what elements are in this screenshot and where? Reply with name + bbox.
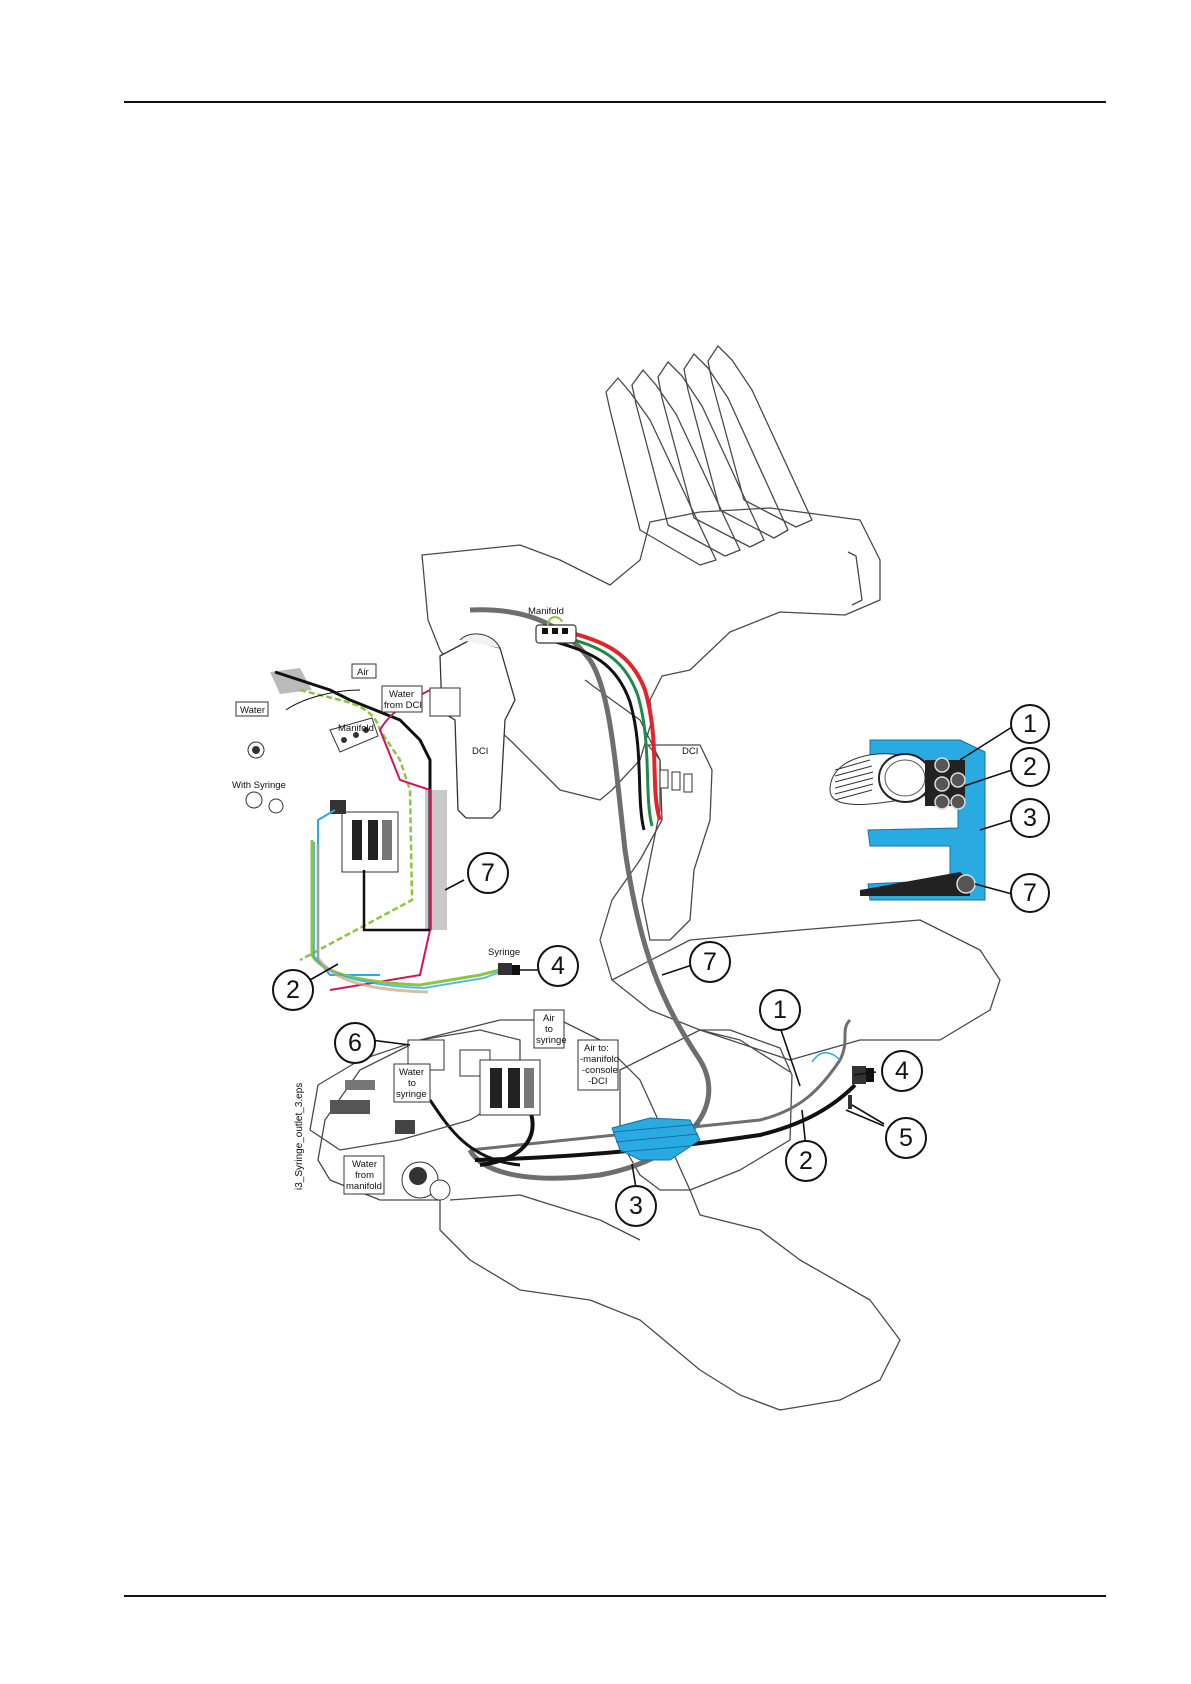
label-air-to-4: -DCI [588, 1076, 608, 1087]
label-dci-unit: DCI [682, 746, 698, 757]
label-water-from-manifold-3: manifold [346, 1181, 382, 1192]
label-water-from-dci-1: Water [389, 689, 414, 700]
svg-text:3: 3 [1023, 804, 1037, 832]
label-air-to-syringe-2: to [545, 1024, 553, 1035]
label-dci-panel: DCI [472, 746, 488, 757]
svg-text:2: 2 [286, 976, 300, 1004]
callout-1-main: 1 [760, 990, 800, 1030]
label-air-to-2: -manifold [580, 1054, 619, 1065]
callout-3-main: 3 [616, 1186, 656, 1226]
svg-text:2: 2 [1023, 753, 1037, 781]
svg-text:5: 5 [899, 1124, 913, 1152]
instrument-arm-3 [658, 362, 764, 547]
svg-text:1: 1 [773, 996, 787, 1024]
label-with-syringe: With Syringe [232, 780, 286, 791]
svg-text:4: 4 [551, 952, 565, 980]
label-water-to-syringe-2: to [408, 1078, 416, 1089]
syringe-holder [812, 1053, 874, 1109]
callout-2-detail: 2 [1011, 748, 1049, 786]
label-water-from-manifold-1: Water [352, 1159, 377, 1170]
label-water-to-syringe-3: syringe [396, 1089, 427, 1100]
svg-text:6: 6 [348, 1029, 362, 1057]
callout-7-main: 7 [690, 942, 730, 982]
label-air-to-3: -console [582, 1065, 618, 1076]
svg-text:2: 2 [799, 1147, 813, 1175]
callout-2-panel: 2 [273, 970, 313, 1010]
file-reference: i3_Syringe_outlet_3.eps [294, 1083, 305, 1190]
svg-text:1: 1 [1023, 710, 1037, 738]
callout-4-main: 4 [882, 1051, 922, 1091]
label-air-to-syringe-3: syringe [536, 1035, 567, 1046]
delivery-head-hook [848, 552, 862, 605]
bundle-detail [830, 740, 985, 900]
label-air-to-syringe-1: Air [543, 1013, 555, 1024]
bundle-3 [612, 1118, 700, 1160]
callout-6-main: 6 [335, 1023, 375, 1063]
label-air: Air [357, 667, 369, 678]
label-air-to-1: Air to: [584, 1043, 609, 1054]
label-water: Water [240, 705, 265, 716]
console-box-edge [700, 1030, 790, 1072]
callout-5-main: 5 [886, 1118, 926, 1158]
callout-2-main: 2 [786, 1141, 826, 1181]
svg-text:7: 7 [481, 859, 495, 887]
callout-3-detail: 3 [1011, 799, 1049, 837]
callout-7-detail: 7 [1011, 874, 1049, 912]
instrument-arm-5 [708, 346, 812, 527]
callout-1-detail: 1 [1011, 705, 1049, 743]
label-water-from-dci-2: from DCI [384, 700, 422, 711]
dci-valves [660, 770, 692, 792]
svg-text:4: 4 [895, 1057, 909, 1085]
svg-text:3: 3 [629, 1192, 643, 1220]
label-water-from-manifold-2: from [355, 1170, 374, 1181]
hose-black-top [556, 642, 644, 830]
label-water-to-syringe-1: Water [399, 1067, 424, 1078]
chair-back [612, 920, 1000, 1060]
instrument-arm-1 [606, 378, 716, 565]
base-pedestal [450, 1195, 640, 1240]
label-syringe: Syringe [488, 947, 520, 958]
callout-4-panel: 4 [538, 946, 578, 986]
svg-text:7: 7 [1023, 879, 1037, 907]
label-manifold-top: Manifold [528, 606, 564, 617]
label-manifold-panel: Manifold [338, 723, 374, 734]
callout-7-panel: 7 [468, 853, 508, 893]
svg-text:7: 7 [703, 948, 717, 976]
chair-outline [318, 346, 1000, 1410]
